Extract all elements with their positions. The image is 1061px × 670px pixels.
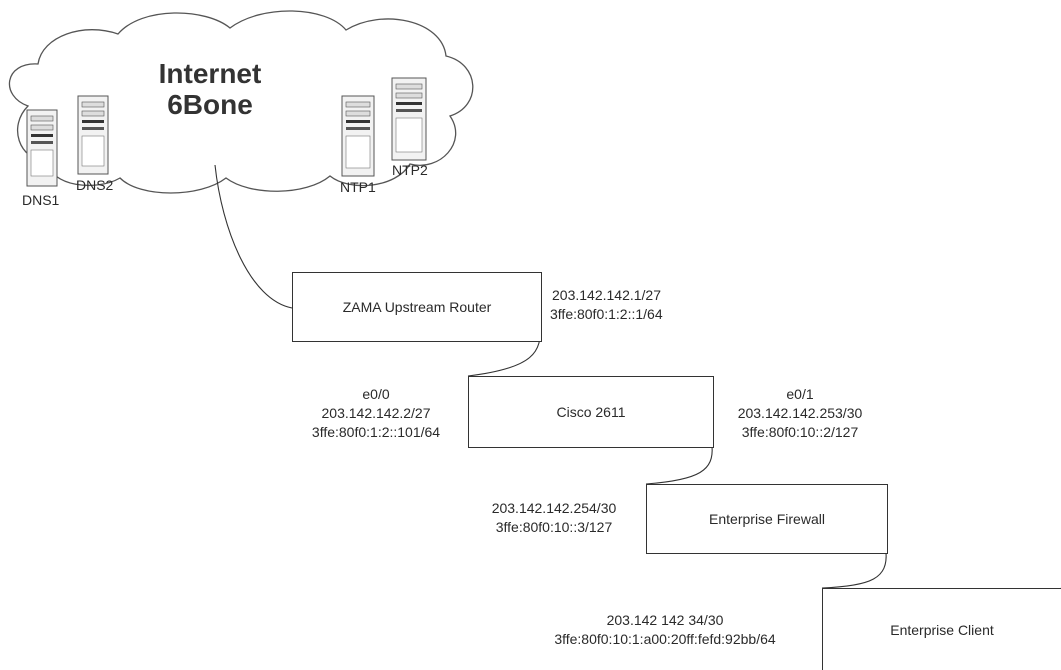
enterprise-client-box: Enterprise Client	[822, 588, 1061, 670]
upstream-router-box: ZAMA Upstream Router	[292, 272, 542, 342]
dns1-server-icon	[26, 109, 58, 187]
cisco-e01-ipv4: 203.142.142.253/30	[737, 405, 863, 421]
upstream-router-label: ZAMA Upstream Router	[342, 299, 492, 315]
dns2-label: DNS2	[76, 177, 114, 193]
cisco-2611-label: Cisco 2611	[556, 404, 626, 420]
cisco-e01-ipv6: 3ffe:80f0:10::2/127	[741, 424, 859, 440]
client-ipv6: 3ffe:80f0:10:1:a00:20ff:fefd:92bb/64	[554, 631, 776, 647]
cisco-e00-iface: e0/0	[362, 386, 390, 402]
enterprise-firewall-label: Enterprise Firewall	[709, 511, 825, 527]
cisco-e01-iface: e0/1	[786, 386, 814, 402]
ntp2-label: NTP2	[392, 162, 428, 178]
cisco-e00-ipv4: 203.142.142.2/27	[321, 405, 431, 421]
upstream-ipv4: 203.142.142.1/27	[552, 287, 661, 303]
cloud-title-line2: 6Bone	[167, 89, 253, 120]
cloud-title-line1: Internet	[158, 58, 262, 89]
ntp2-server-icon	[391, 77, 427, 161]
cisco-e00-ipv6: 3ffe:80f0:1:2::101/64	[311, 424, 441, 440]
firewall-ipv6: 3ffe:80f0:10::3/127	[495, 519, 613, 535]
firewall-ipv4: 203.142.142.254/30	[491, 500, 617, 516]
client-ipv4: 203.142 142 34/30	[606, 612, 724, 628]
enterprise-firewall-box: Enterprise Firewall	[646, 484, 888, 554]
upstream-ipv6: 3ffe:80f0:1:2::1/64	[550, 306, 663, 322]
ntp1-label: NTP1	[340, 179, 376, 195]
link-firewall-client	[821, 551, 887, 589]
cisco-2611-box: Cisco 2611	[468, 376, 714, 448]
link-cloud-upstream	[214, 164, 293, 309]
dns2-server-icon	[77, 95, 109, 175]
cloud-title: Internet 6Bone	[140, 58, 280, 120]
link-cisco-firewall	[645, 445, 713, 485]
ntp1-server-icon	[341, 95, 375, 177]
dns1-label: DNS1	[22, 192, 60, 208]
enterprise-client-label: Enterprise Client	[890, 621, 994, 638]
